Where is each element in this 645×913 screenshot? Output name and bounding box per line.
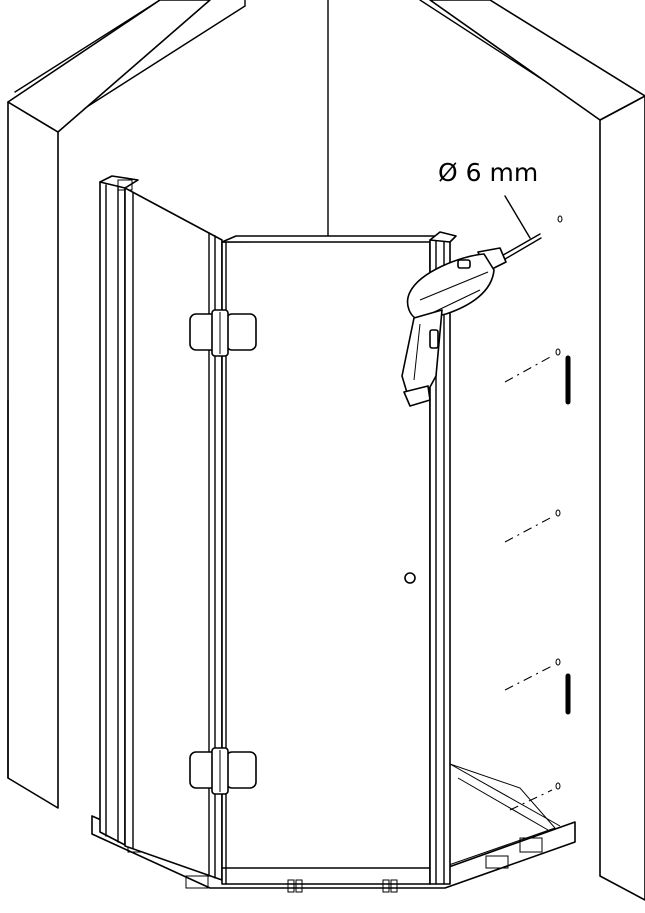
drill-holes [555, 215, 563, 790]
dimension-leader [504, 195, 531, 239]
left-wall [7, 0, 211, 809]
alignment-lines [504, 355, 553, 811]
left-wall-profile [99, 175, 139, 846]
right-wall-profile [429, 231, 457, 885]
hinge-icon [189, 747, 257, 795]
hinge-icon [189, 309, 257, 357]
power-drill-icon [401, 233, 542, 407]
door-bottom-clips [287, 879, 398, 893]
right-wall [429, 0, 645, 901]
drill-diameter-label: Ø 6 mm [438, 158, 538, 187]
door-knob-icon [404, 572, 416, 584]
